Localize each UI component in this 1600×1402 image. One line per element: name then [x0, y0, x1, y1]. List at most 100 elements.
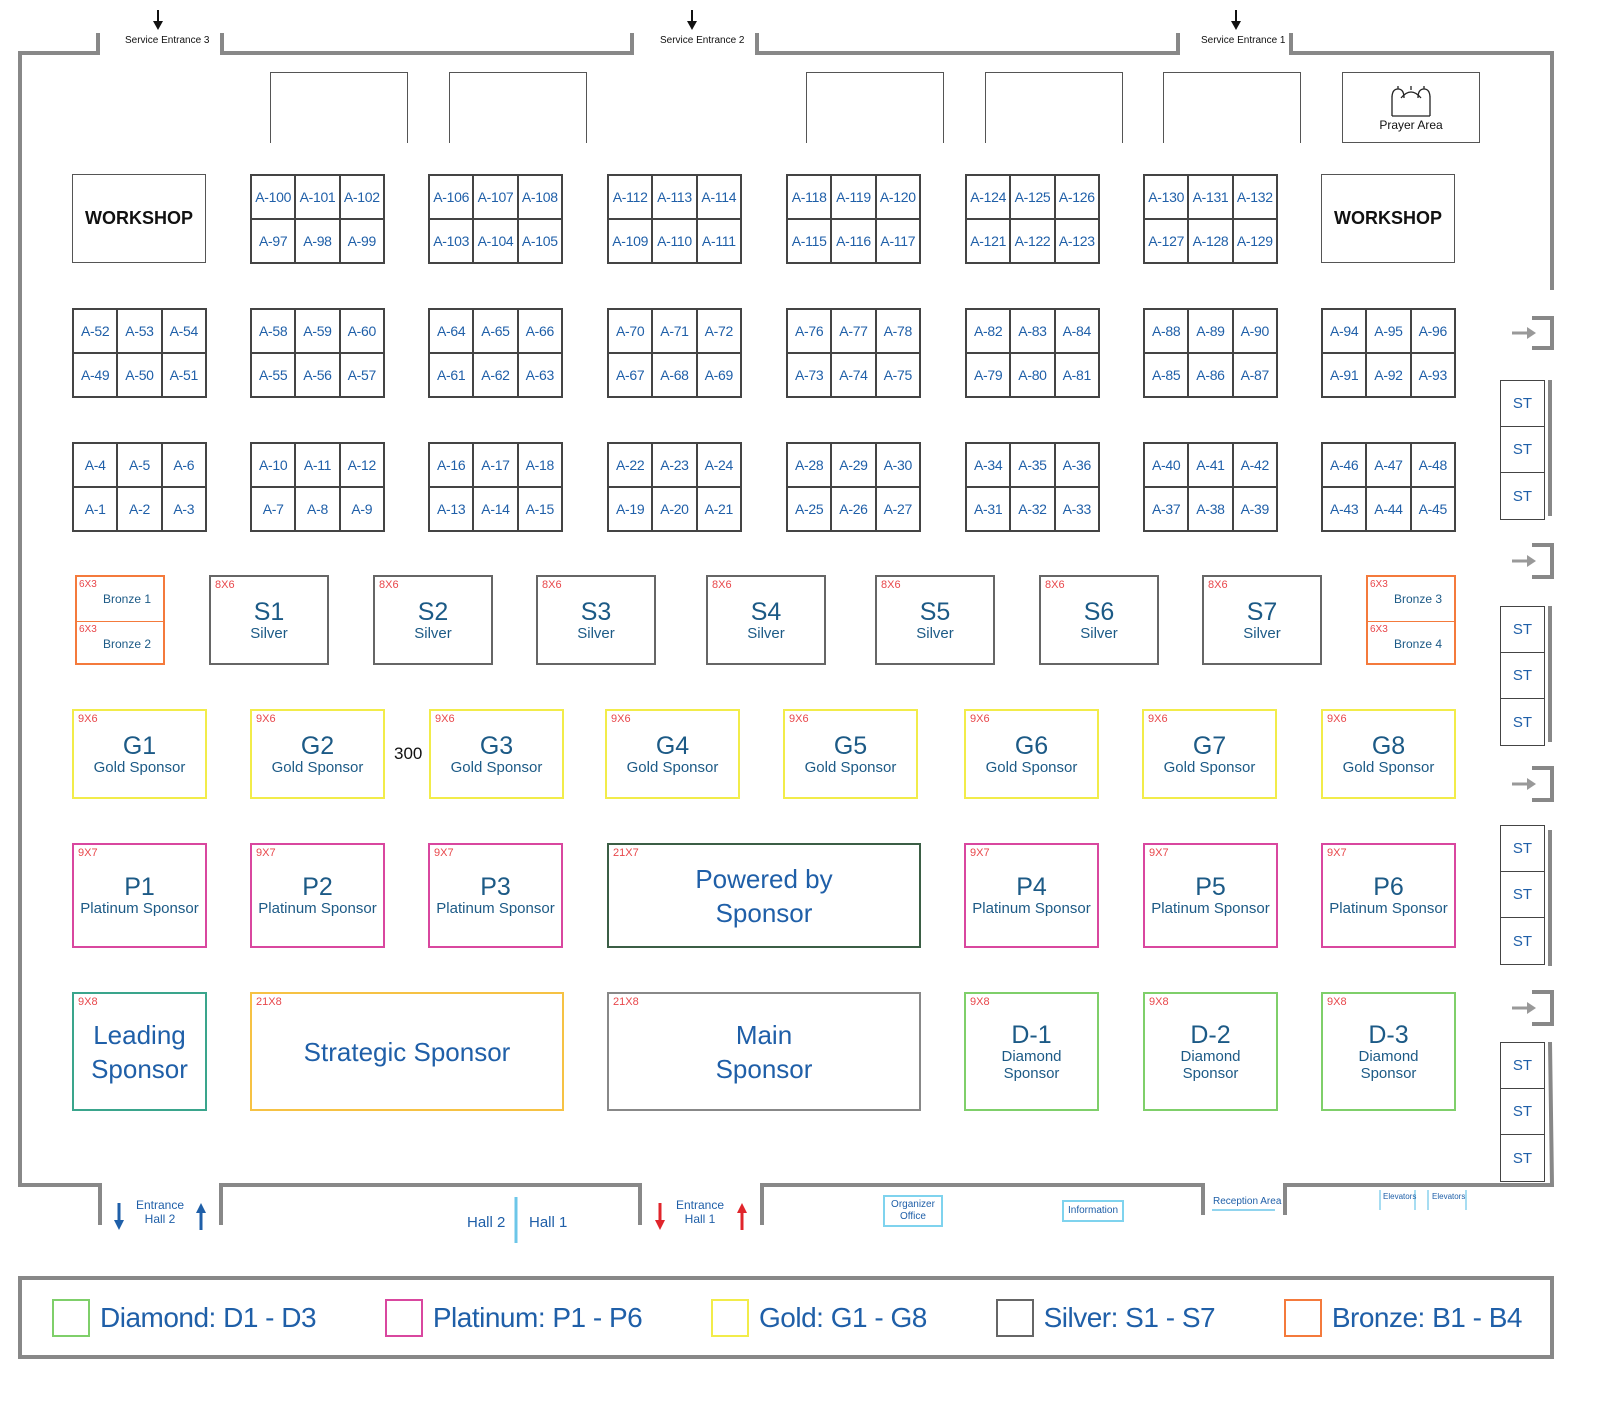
booth-cell[interactable]: A-42	[1232, 443, 1277, 487]
booth-cell[interactable]: A-81	[1054, 353, 1099, 397]
booth-cell[interactable]: A-8	[295, 487, 340, 531]
st-unit[interactable]: ST	[1501, 1089, 1544, 1135]
booth-cell[interactable]: A-50	[117, 353, 162, 397]
booth-cell[interactable]: A-101	[295, 175, 340, 219]
booth-cell[interactable]: A-102	[339, 175, 384, 219]
booth-cell[interactable]: A-119	[831, 175, 876, 219]
booth-cell[interactable]: A-57	[339, 353, 384, 397]
booth-cell[interactable]: A-14	[473, 487, 518, 531]
booth-cell[interactable]: A-68	[652, 353, 697, 397]
booth-cell[interactable]: A-53	[117, 309, 162, 353]
booth-cell[interactable]: A-126	[1054, 175, 1099, 219]
booth-cell[interactable]: A-16	[429, 443, 474, 487]
booth-cell[interactable]: A-65	[473, 309, 518, 353]
booth-cell[interactable]: A-98	[295, 219, 340, 263]
booth-cell[interactable]: A-30	[875, 443, 920, 487]
booth-cell[interactable]: A-91	[1322, 353, 1367, 397]
booth-cell[interactable]: A-39	[1232, 487, 1277, 531]
booth-cell[interactable]: A-31	[966, 487, 1011, 531]
booth-cell[interactable]: A-5	[117, 443, 162, 487]
booth-cell[interactable]: A-109	[608, 219, 653, 263]
booth-cell[interactable]: A-35	[1010, 443, 1055, 487]
booth-cell[interactable]: A-123	[1054, 219, 1099, 263]
booth-cell[interactable]: A-90	[1232, 309, 1277, 353]
booth-cell[interactable]: A-19	[608, 487, 653, 531]
st-unit[interactable]: ST	[1501, 653, 1544, 699]
booth-cell[interactable]: A-108	[517, 175, 562, 219]
st-unit[interactable]: ST	[1501, 826, 1544, 872]
booth-cell[interactable]: A-60	[339, 309, 384, 353]
booth-cell[interactable]: A-56	[295, 353, 340, 397]
booth-cell[interactable]: A-58	[251, 309, 296, 353]
booth-cell[interactable]: A-74	[831, 353, 876, 397]
booth-cell[interactable]: A-95	[1366, 309, 1411, 353]
booth-cell[interactable]: A-62	[473, 353, 518, 397]
booth-cell[interactable]: A-9	[339, 487, 384, 531]
booth-cell[interactable]: A-10	[251, 443, 296, 487]
booth-cell[interactable]: A-106	[429, 175, 474, 219]
booth-cell[interactable]: A-67	[608, 353, 653, 397]
booth-cell[interactable]: A-33	[1054, 487, 1099, 531]
booth-cell[interactable]: A-11	[295, 443, 340, 487]
booth-cell[interactable]: A-43	[1322, 487, 1367, 531]
booth-cell[interactable]: A-37	[1144, 487, 1189, 531]
booth-cell[interactable]: A-82	[966, 309, 1011, 353]
booth-cell[interactable]: A-78	[875, 309, 920, 353]
booth-cell[interactable]: A-84	[1054, 309, 1099, 353]
booth-cell[interactable]: A-124	[966, 175, 1011, 219]
booth-cell[interactable]: A-64	[429, 309, 474, 353]
booth-cell[interactable]: A-36	[1054, 443, 1099, 487]
booth-cell[interactable]: A-32	[1010, 487, 1055, 531]
booth-cell[interactable]: A-114	[696, 175, 741, 219]
booth-cell[interactable]: A-77	[831, 309, 876, 353]
workshop-right[interactable]: WORKSHOP	[1321, 174, 1455, 263]
booth-cell[interactable]: A-45	[1410, 487, 1455, 531]
booth-cell[interactable]: A-44	[1366, 487, 1411, 531]
booth-cell[interactable]: A-105	[517, 219, 562, 263]
booth-cell[interactable]: A-87	[1232, 353, 1277, 397]
st-unit[interactable]: ST	[1501, 872, 1544, 918]
booth-cell[interactable]: A-12	[339, 443, 384, 487]
booth-cell[interactable]: A-131	[1188, 175, 1233, 219]
booth-cell[interactable]: A-107	[473, 175, 518, 219]
booth-cell[interactable]: A-66	[517, 309, 562, 353]
booth-cell[interactable]: A-17	[473, 443, 518, 487]
booth-cell[interactable]: A-4	[73, 443, 118, 487]
booth-cell[interactable]: A-97	[251, 219, 296, 263]
booth-cell[interactable]: A-93	[1410, 353, 1455, 397]
booth-cell[interactable]: A-132	[1232, 175, 1277, 219]
booth-cell[interactable]: A-51	[161, 353, 206, 397]
booth-cell[interactable]: A-52	[73, 309, 118, 353]
st-unit[interactable]: ST	[1512, 1149, 1533, 1167]
booth-cell[interactable]: A-88	[1144, 309, 1189, 353]
booth-cell[interactable]: A-83	[1010, 309, 1055, 353]
booth-cell[interactable]: A-129	[1232, 219, 1277, 263]
booth-cell[interactable]: A-110	[652, 219, 697, 263]
booth-cell[interactable]: A-46	[1322, 443, 1367, 487]
workshop-left[interactable]: WORKSHOP	[72, 174, 206, 263]
st-unit[interactable]: ST	[1501, 1043, 1544, 1089]
booth-cell[interactable]: A-70	[608, 309, 653, 353]
booth-cell[interactable]: A-28	[787, 443, 832, 487]
booth-cell[interactable]: A-38	[1188, 487, 1233, 531]
